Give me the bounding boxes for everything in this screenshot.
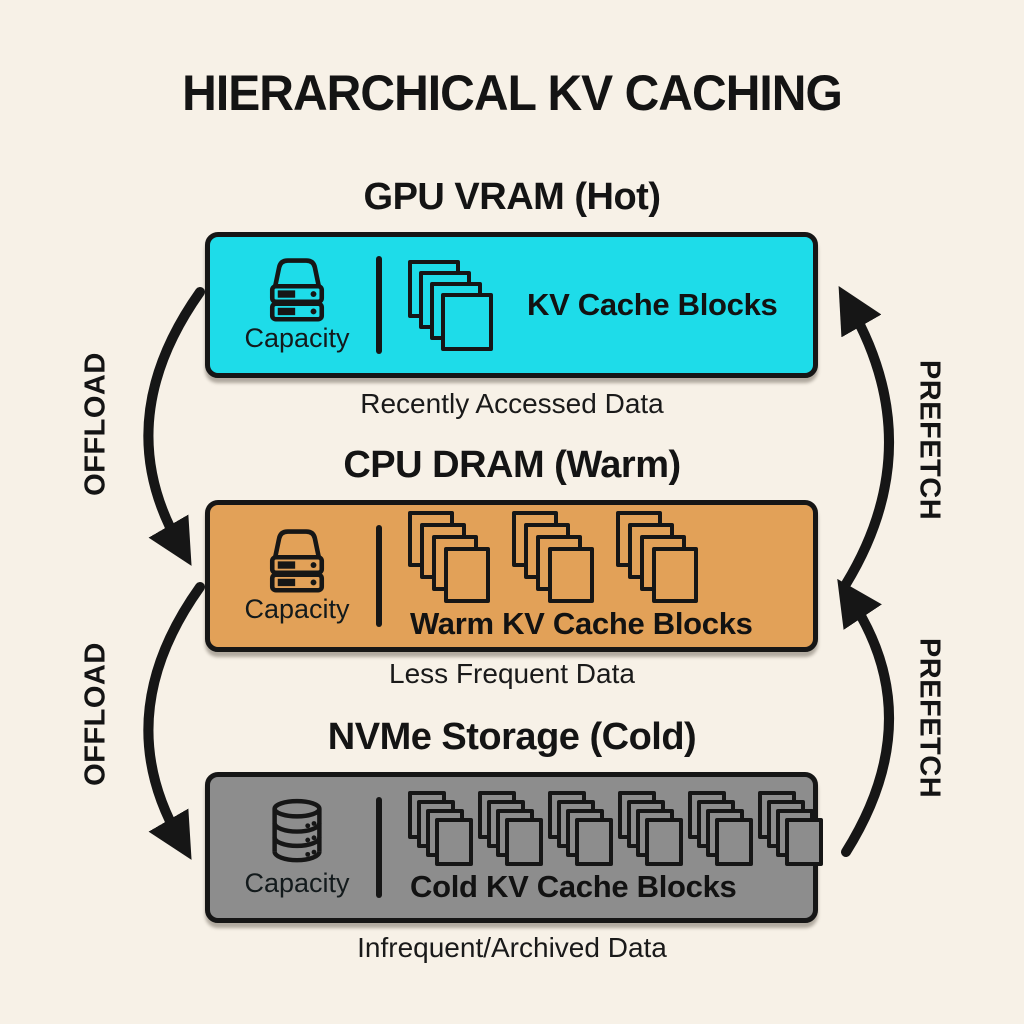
divider-line [376,796,382,899]
kv-block-square [505,817,543,866]
capacity-label: Capacity [244,323,350,353]
blocks-label: KV Cache Blocks [527,287,778,322]
tier-heading-cpu-dram: CPU DRAM (Warm) [343,444,681,486]
kv-block-stack [408,790,473,866]
kv-cache-blocks-icon [408,510,698,603]
blocks-label: Cold KV Cache Blocks [410,868,737,904]
server-drive-icon [269,529,325,593]
tier-caption-gpu-vram: Recently Accessed Data [360,388,664,419]
kv-block-square [652,546,698,603]
kv-block-stack [408,259,493,351]
tier-caption-nvme: Infrequent/Archived Data [357,932,667,963]
tier-content: Warm KV Cache Blocks [408,510,813,642]
kv-block-square [715,817,753,866]
offload-arrow-bottom-icon [143,582,205,860]
kv-block-stack [618,790,683,866]
offload-label-bottom: OFFLOAD [79,642,112,786]
kv-block-stack [688,790,753,866]
server-drive-icon [269,258,325,322]
kv-block-square [645,817,683,866]
kv-block-square [441,292,493,351]
capacity-cell: Capacity [226,527,368,625]
tier-box-nvme: Capacity Cold KV Cache Blocks [205,772,823,923]
tier-caption-cpu-dram: Less Frequent Data [389,658,635,689]
kv-block-stack [408,510,490,603]
blocks-label: Warm KV Cache Blocks [410,605,753,641]
page-title: HIERARCHICAL KV CACHING [182,65,843,121]
kv-cache-blocks-icon [408,259,493,351]
tier-content: Cold KV Cache Blocks [408,790,823,905]
divider-line [376,256,382,354]
kv-block-square [435,817,473,866]
tier-heading-nvme: NVMe Storage (Cold) [327,716,697,758]
capacity-cell: Capacity [226,797,368,899]
kv-block-stack [548,790,613,866]
capacity-label: Capacity [244,594,350,624]
divider-line [376,524,382,628]
tier-box-cpu-dram: Capacity Warm KV Cache Blocks [205,500,818,652]
offload-label-top: OFFLOAD [79,352,112,496]
kv-block-square [548,546,594,603]
tier-box-gpu-vram: Capacity KV Cache Blocks [205,232,818,378]
kv-block-stack [478,790,543,866]
tier-content: KV Cache Blocks [408,259,813,351]
kv-block-stack [758,790,823,866]
prefetch-label-bottom: PREFETCH [913,637,946,799]
kv-block-square [575,817,613,866]
kv-block-square [785,817,823,866]
capacity-label: Capacity [244,867,350,898]
kv-block-stack [616,510,698,603]
database-icon [272,798,322,862]
kv-cache-blocks-icon [408,790,823,866]
kv-block-square [444,546,490,603]
kv-block-stack [512,510,594,603]
prefetch-label-top: PREFETCH [913,359,946,521]
tier-heading-gpu-vram: GPU VRAM (Hot) [363,176,661,218]
capacity-cell: Capacity [226,256,368,354]
